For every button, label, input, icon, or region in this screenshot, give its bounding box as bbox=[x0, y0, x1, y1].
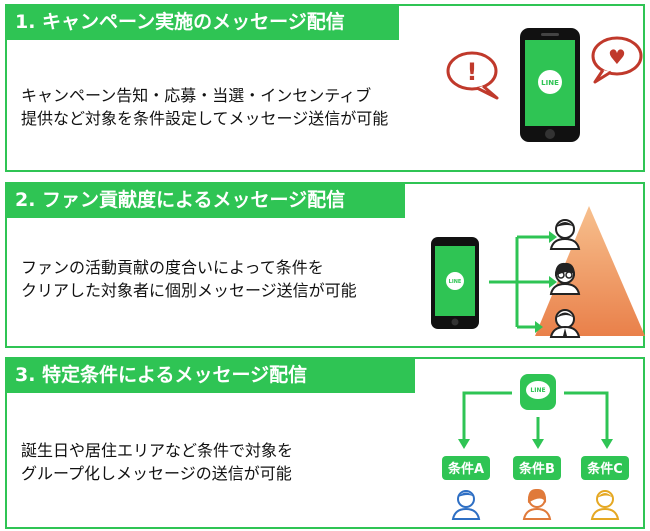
fan-illustration: LINE bbox=[431, 206, 645, 338]
description-line: キャンペーン告知・応募・当選・インセンティブ bbox=[21, 86, 372, 105]
heart-symbol: ♥ bbox=[608, 45, 626, 69]
smartphone-icon: LINE bbox=[520, 28, 580, 142]
person-icon bbox=[549, 309, 581, 338]
condition-a-label: 条件A bbox=[442, 456, 490, 480]
description-line: グループ化しメッセージの送信が可能 bbox=[21, 464, 292, 483]
section-fan-contribution: 2. ファン貢献度によるメッセージ配信 ファンの活動貢献の度合いによって条件を … bbox=[5, 182, 645, 348]
line-logo-label: LINE bbox=[449, 279, 462, 285]
condition-b-label: 条件B bbox=[513, 456, 561, 480]
svg-text:条件B: 条件B bbox=[519, 461, 555, 477]
svg-text:条件C: 条件C bbox=[587, 461, 623, 477]
heart-bubble-icon: ♥ bbox=[591, 36, 643, 84]
section-description: 誕生日や居住エリアなど条件で対象を グループ化しメッセージの送信が可能 bbox=[21, 439, 293, 485]
section-title: 1. キャンペーン実施のメッセージ配信 bbox=[5, 4, 399, 40]
section-specific-condition: 3. 特定条件によるメッセージ配信 誕生日や居住エリアなど条件で対象を グループ… bbox=[5, 357, 645, 529]
person-blue-icon bbox=[451, 490, 481, 520]
section-title: 3. 特定条件によるメッセージ配信 bbox=[5, 357, 415, 393]
line-app-icon: LINE bbox=[520, 374, 556, 410]
person-icon bbox=[549, 219, 581, 250]
exclamation-mark: ! bbox=[467, 58, 478, 86]
description-line: 提供など対象を条件設定してメッセージ送信が可能 bbox=[21, 109, 389, 128]
description-line: ファンの活動貢献の度合いによって条件を bbox=[21, 258, 324, 277]
person-icon bbox=[549, 262, 581, 295]
line-logo-label: LINE bbox=[530, 387, 545, 394]
description-line: 誕生日や居住エリアなど条件で対象を bbox=[21, 441, 294, 460]
section-description: ファンの活動貢献の度合いによって条件を クリアした対象者に個別メッセージ送信が可… bbox=[21, 256, 357, 302]
section-campaign: 1. キャンペーン実施のメッセージ配信 キャンペーン告知・応募・当選・インセンテ… bbox=[5, 4, 645, 172]
section-description: キャンペーン告知・応募・当選・インセンティブ 提供など対象を条件設定してメッセー… bbox=[21, 84, 388, 130]
campaign-illustration: ! LINE ♥ bbox=[446, 28, 643, 142]
smartphone-icon: LINE bbox=[431, 237, 479, 329]
condition-illustration: LINE 条件A 条件B 条件C bbox=[442, 374, 629, 520]
exclamation-bubble-icon: ! bbox=[446, 51, 499, 100]
line-logo-label: LINE bbox=[541, 79, 559, 87]
person-yellow-icon bbox=[590, 490, 620, 520]
person-orange-icon bbox=[522, 488, 552, 520]
ranking-triangle bbox=[535, 206, 645, 336]
description-line: クリアした対象者に個別メッセージ送信が可能 bbox=[21, 281, 357, 300]
section-title: 2. ファン貢献度によるメッセージ配信 bbox=[5, 182, 405, 218]
svg-text:条件A: 条件A bbox=[448, 461, 484, 477]
condition-c-label: 条件C bbox=[581, 456, 629, 480]
